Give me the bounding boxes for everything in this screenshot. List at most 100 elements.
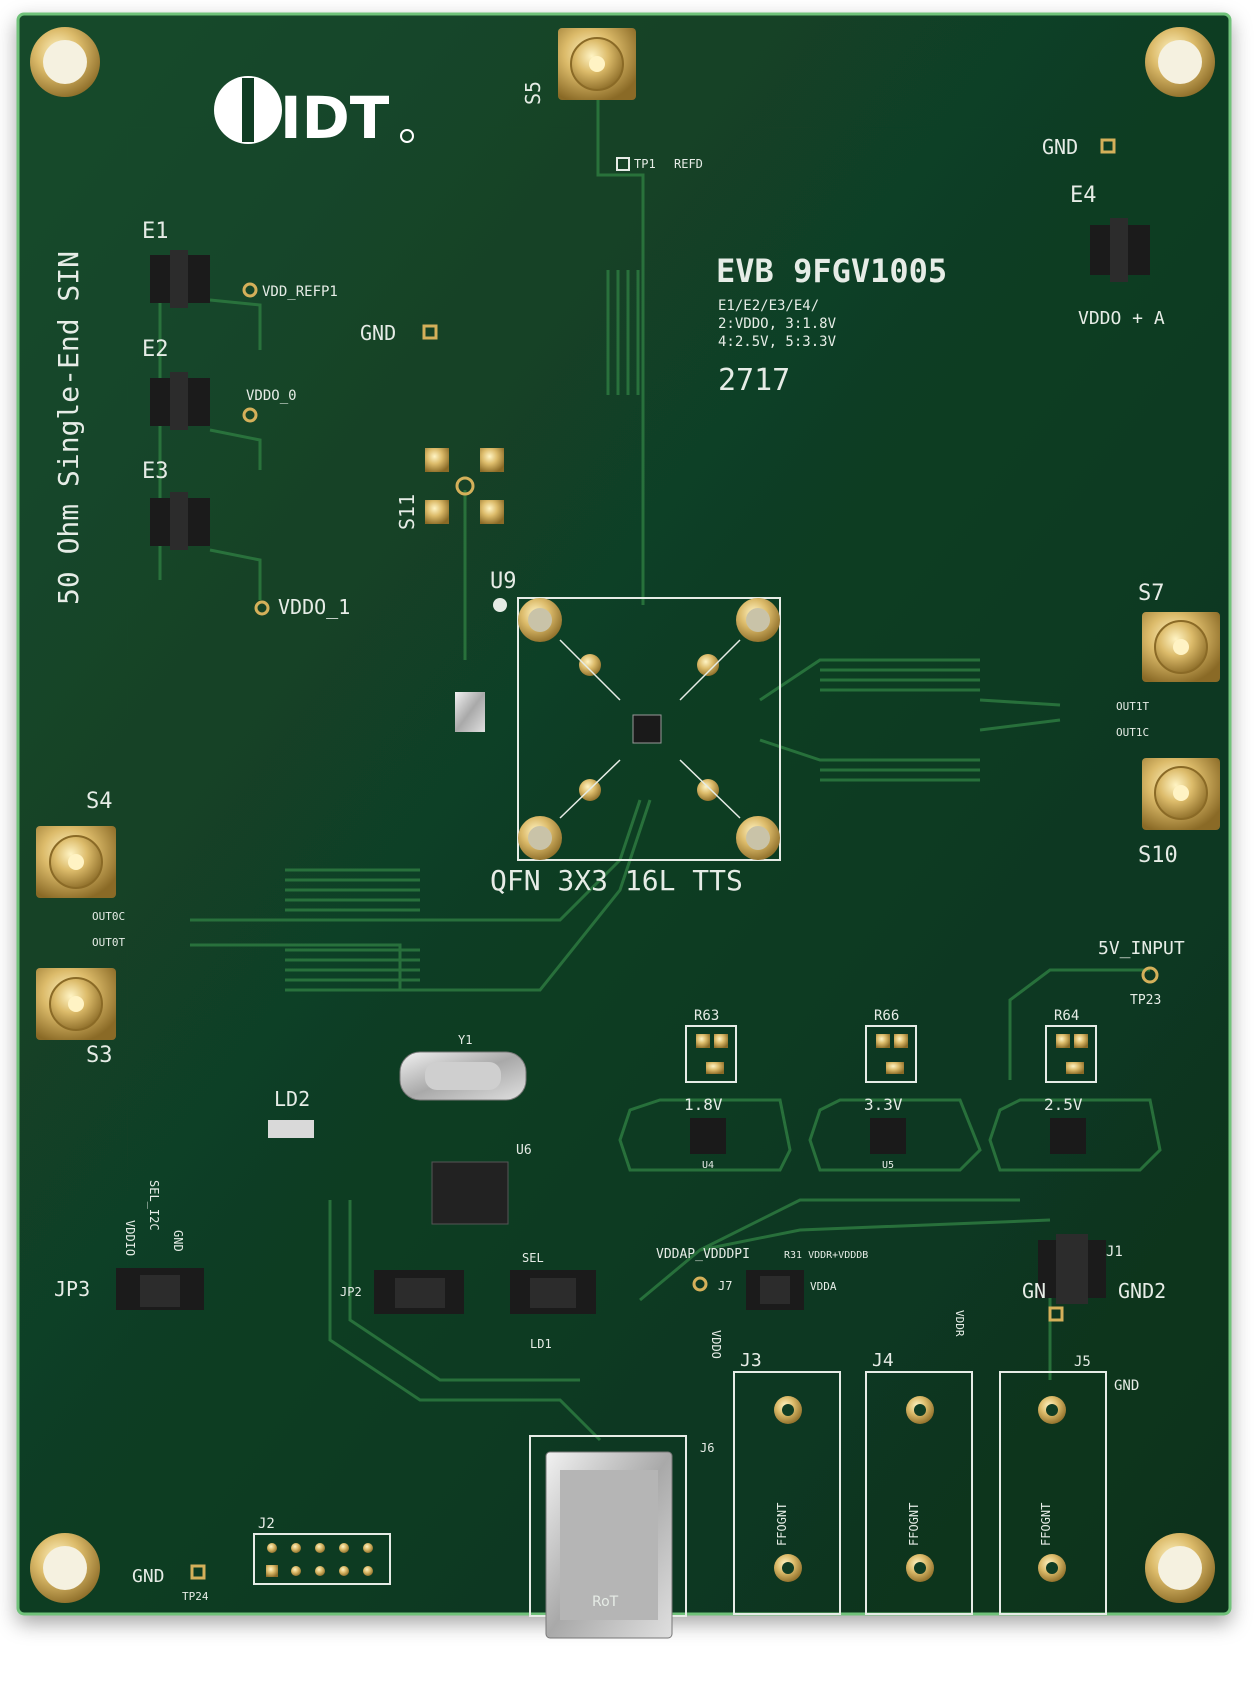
- sma-connector-s5[interactable]: [558, 28, 636, 100]
- r66-label: R66: [874, 1008, 899, 1024]
- terminal-j5[interactable]: [999, 1371, 1107, 1615]
- gnd-top-right-label: GND: [1042, 135, 1078, 159]
- s5-label: S5: [521, 81, 545, 105]
- vddo-0-label: VDDO_0: [246, 388, 297, 404]
- gnd2-label: GND2: [1118, 1279, 1166, 1303]
- ld1-label: LD1: [530, 1337, 552, 1351]
- j5-fp-label: FFOGNT: [1039, 1503, 1053, 1546]
- s3-label: S3: [86, 1043, 113, 1068]
- logo-lettering: IDT: [280, 84, 390, 152]
- e4-label: E4: [1070, 183, 1097, 208]
- jp2-label: JP2: [340, 1285, 362, 1299]
- v18-label: 1.8V: [684, 1095, 723, 1114]
- qfn-socket: [517, 597, 781, 861]
- idt-logo: IDT: [214, 76, 414, 152]
- copper-traces: [158, 100, 1162, 1442]
- terminal-j4[interactable]: [865, 1371, 973, 1615]
- jumper-j7[interactable]: [746, 1270, 804, 1310]
- tp24-label: TP24: [182, 1590, 209, 1603]
- jumper-legend-2: 2:VDDO, 3:1.8V: [718, 316, 837, 332]
- jumper-e2[interactable]: [150, 372, 210, 430]
- j4-label: J4: [872, 1350, 894, 1371]
- regulator-r63: [685, 1025, 737, 1083]
- s10-label: S10: [1138, 843, 1178, 868]
- vdd-refp1-label: VDD_REFP1: [262, 284, 338, 300]
- jp3-label: JP3: [54, 1277, 90, 1301]
- vddo-1-label: VDDO_1: [278, 595, 350, 619]
- jumper-j1[interactable]: [1038, 1234, 1106, 1304]
- jumper-sel[interactable]: [510, 1270, 596, 1314]
- e3-label: E3: [142, 459, 169, 484]
- out0t-label: OUT0T: [92, 936, 125, 949]
- j6-label: J6: [700, 1441, 714, 1455]
- mounting-holes: [30, 27, 1215, 1603]
- jumper-jp3[interactable]: [116, 1268, 204, 1310]
- terminal-j3[interactable]: [733, 1371, 841, 1615]
- s11-label: S11: [395, 494, 419, 530]
- u5-label: U5: [882, 1160, 894, 1171]
- jumper-e1[interactable]: [150, 250, 210, 308]
- vddap-label: VDDAP_VDDDPI: [656, 1247, 750, 1262]
- y1-label: Y1: [458, 1033, 472, 1047]
- gnd-left-label: GND: [360, 321, 396, 345]
- ld2-label: LD2: [274, 1087, 310, 1111]
- sma-connector-s10[interactable]: [1142, 758, 1220, 830]
- usb-connector-j6[interactable]: [529, 1435, 687, 1639]
- tp1-label: TP1: [634, 157, 656, 171]
- jumper-legend-1: E1/E2/E3/E4/: [718, 298, 819, 314]
- tp23-label: TP23: [1130, 993, 1161, 1008]
- side-label: 50 Ohm Single-End SIN: [52, 251, 85, 605]
- vddio-label: VDDIO: [123, 1220, 137, 1256]
- j4-fp-label: FFOGNT: [907, 1503, 921, 1546]
- rdn-label: R31 VDDR+VDDDB: [784, 1250, 868, 1261]
- s11-pads: [425, 448, 504, 524]
- j7-label: J7: [718, 1279, 732, 1293]
- header-j2[interactable]: [253, 1533, 391, 1585]
- board-title: EVB 9FGV1005: [716, 252, 947, 290]
- vddr-label: VDDR: [953, 1310, 966, 1337]
- 5v-input-label: 5V_INPUT: [1098, 938, 1185, 959]
- j5-label: J5: [1074, 1354, 1091, 1370]
- vddo-label: VDDO: [709, 1330, 723, 1359]
- e1-label: E1: [142, 219, 169, 244]
- jumper-legend-3: 4:2.5V, 5:3.3V: [718, 334, 837, 350]
- usb-tag: RoT: [592, 1594, 619, 1610]
- sel-i2c-label: SEL_I2C: [147, 1180, 161, 1231]
- vdda-label: VDDA: [810, 1280, 837, 1293]
- r63-label: R63: [694, 1008, 719, 1024]
- out1c-label: OUT1C: [1116, 726, 1149, 739]
- crystal-x1: [455, 692, 485, 732]
- led-ld2: [268, 1120, 314, 1138]
- sel-label: SEL: [522, 1251, 544, 1265]
- e2-label: E2: [142, 337, 169, 362]
- v25-label: 2.5V: [1044, 1095, 1083, 1114]
- j2-label: J2: [258, 1516, 275, 1532]
- pcb-substrate: [16, 12, 1232, 1616]
- s4-label: S4: [86, 789, 113, 814]
- package-label: QFN 3X3 16L TTS: [490, 864, 743, 897]
- out0c-label: OUT0C: [92, 910, 125, 923]
- vddo-a-label: VDDO + A: [1078, 308, 1165, 329]
- jumper-e3[interactable]: [150, 492, 210, 550]
- sma-connector-s4[interactable]: [36, 826, 116, 898]
- gnd-bottom-label: GND: [132, 1566, 165, 1587]
- j3-label: J3: [740, 1350, 762, 1371]
- u9-label: U9: [490, 569, 517, 594]
- regulator-r66: [865, 1025, 917, 1083]
- regulator-r64: [1045, 1025, 1097, 1083]
- sma-connector-s7[interactable]: [1142, 612, 1220, 682]
- s7-label: S7: [1138, 581, 1165, 606]
- crystal-y1: [399, 1051, 527, 1101]
- j3-fp-label: FFOGNT: [775, 1503, 789, 1546]
- jumper-jp2[interactable]: [374, 1270, 464, 1314]
- gn-label: GN: [1022, 1279, 1046, 1303]
- r64-label: R64: [1054, 1008, 1079, 1024]
- gnd-j5-label: GND: [1114, 1378, 1139, 1394]
- u4-label: U4: [702, 1160, 714, 1171]
- date-code: 2717: [718, 363, 790, 398]
- v33-label: 3.3V: [864, 1095, 903, 1114]
- jumper-e4[interactable]: [1090, 218, 1150, 282]
- sma-connector-s3[interactable]: [36, 968, 116, 1040]
